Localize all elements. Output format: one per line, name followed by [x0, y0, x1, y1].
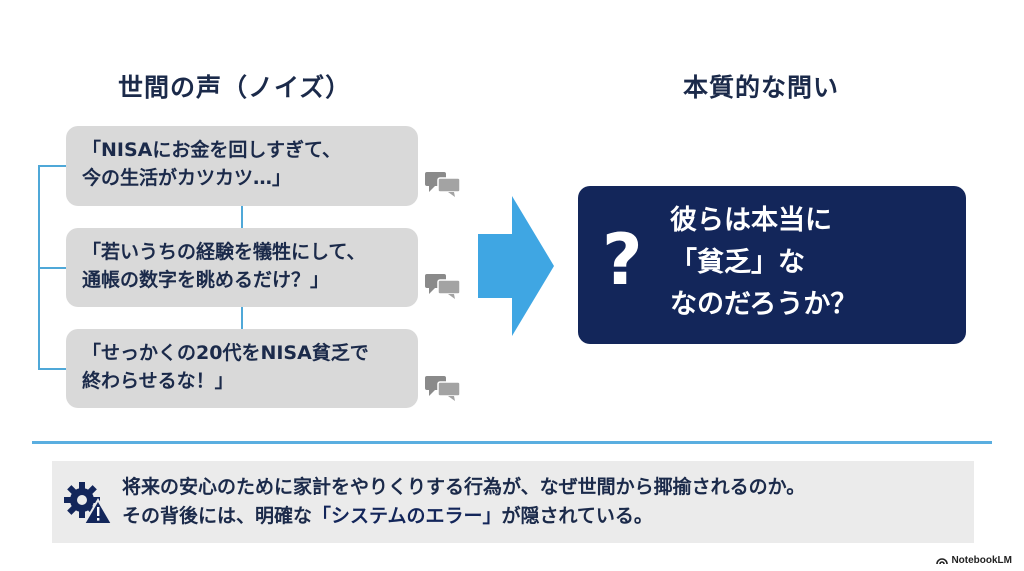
summary-line-2: その背後には、明確な「システムのエラー」が隠されている。 [122, 502, 805, 531]
gear-warning-icon [64, 482, 112, 525]
question-box: ? 彼らは本当に 「貧乏」な なのだろうか？ [578, 186, 966, 344]
connector-middle [38, 267, 66, 269]
noise-bubble-1: 「NISAにお金を回しすぎて、 今の生活がカツカツ…」 [66, 126, 418, 206]
system-error-emphasis: 「システムのエラー」 [312, 505, 502, 527]
summary-text: 将来の安心のために家計をやりくりする行為が、なぜ世間から揶揄されるのか。 その背… [122, 473, 805, 531]
noise-text-line: 「若いうちの経験を犠牲にして、 [82, 241, 366, 263]
section-divider [32, 441, 992, 444]
question-line-1: 彼らは本当に [670, 205, 832, 236]
notebooklm-label: NotebookLM [951, 555, 1012, 566]
right-arrow-icon [478, 196, 554, 336]
summary-panel: 将来の安心のために家計をやりくりする行為が、なぜ世間から揶揄されるのか。 その背… [52, 461, 974, 543]
noise-text-line: 今の生活がカツカツ…」 [82, 167, 292, 189]
notebooklm-brand: NotebookLM [936, 555, 1012, 566]
question-heading: 本質的な問い [683, 73, 840, 102]
noise-heading: 世間の声（ノイズ） [118, 73, 352, 102]
question-line-3: なのだろうか？ [670, 289, 858, 320]
question-mark-icon: ? [602, 219, 643, 301]
connector-link-2 [241, 307, 243, 329]
noise-text-line: 通帳の数字を眺めるだけ？」 [82, 269, 330, 291]
summary-line-1: 将来の安心のために家計をやりくりする行為が、なぜ世間から揶揄されるのか。 [122, 476, 806, 498]
summary-line-2-pre: その背後には、明確な [122, 505, 313, 527]
chat-bubbles-icon [425, 172, 461, 197]
summary-line-2-post: が隠されている。 [501, 505, 653, 527]
question-text: 彼らは本当に 「貧乏」な なのだろうか？ [670, 200, 857, 326]
question-line-2: 「貧乏」な [670, 247, 805, 278]
connector-bottom [38, 368, 66, 370]
notebooklm-logo-icon [936, 558, 949, 565]
noise-text-line: 終わらせるな！」 [82, 370, 234, 392]
chat-bubbles-icon [425, 274, 461, 299]
noise-bubble-3: 「せっかくの20代をNISA貧乏で 終わらせるな！」 [66, 329, 418, 408]
chat-bubbles-icon [425, 376, 461, 401]
noise-text-line: 「NISAにお金を回しすぎて、 [82, 139, 342, 161]
noise-text-line: 「せっかくの20代をNISA貧乏で [82, 342, 369, 364]
noise-bubble-2: 「若いうちの経験を犠牲にして、 通帳の数字を眺めるだけ？」 [66, 228, 418, 307]
connector-top [38, 165, 66, 167]
connector-link-1 [241, 206, 243, 228]
